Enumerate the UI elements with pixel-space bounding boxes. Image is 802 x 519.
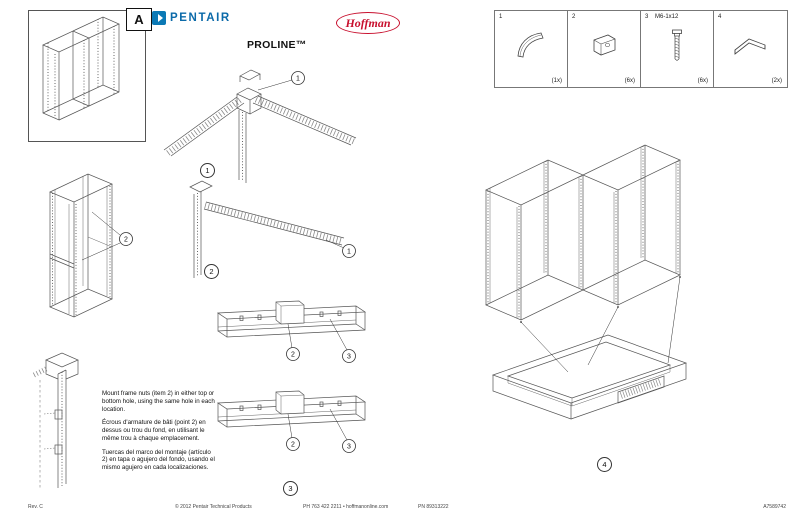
rail-drawing xyxy=(216,390,367,428)
callout-number: 2 xyxy=(291,352,295,359)
pentair-arrow-icon xyxy=(152,11,166,25)
callout-circle xyxy=(286,437,300,451)
hoffman-wordmark: Hoffman xyxy=(345,15,391,30)
rail-splice-figure-bottom: 2 3 xyxy=(216,390,367,453)
footer-copyright: © 2012 Pentair Technical Products xyxy=(175,504,252,510)
callout-number: 1 xyxy=(347,249,351,256)
step-2-badge: 2 xyxy=(204,264,219,279)
callout-item3-rail: 3 xyxy=(329,318,356,363)
callout-item2-rail: 2 xyxy=(286,323,300,361)
callout-number: 3 xyxy=(347,444,351,451)
base-tray-drawing xyxy=(491,334,688,420)
footer-part-number: PN 89313222 xyxy=(418,504,449,510)
step-number: 1 xyxy=(205,166,210,175)
step-4-badge: 4 xyxy=(597,457,612,472)
dual-frame-drawing xyxy=(42,16,120,121)
corner-post-detail-figure xyxy=(32,352,79,490)
callout-circle xyxy=(119,232,133,246)
step-number: 2 xyxy=(209,267,214,276)
pentair-logo: PENTAIR xyxy=(152,11,231,25)
instruction-spanish: Tuercas del marco del montaje (artículo … xyxy=(102,448,215,472)
detail-a-box xyxy=(28,10,146,142)
part-quantity: (6x) xyxy=(624,78,635,84)
part-number: 2 xyxy=(572,14,576,20)
footer-revision: Rev. C xyxy=(28,504,43,510)
screw-icon xyxy=(672,29,682,61)
callout-circle xyxy=(286,347,300,361)
frame-and-base-figure xyxy=(485,144,688,420)
rail-drawing xyxy=(216,300,367,338)
callout-circle xyxy=(342,349,356,363)
single-frame-drawing xyxy=(49,173,113,318)
corner-bracket-icon xyxy=(517,32,544,58)
part-quantity: (1x) xyxy=(551,78,562,84)
parts-table: 1 (1x) 2 (6x) 3 M6-1x12 (6x) xyxy=(494,10,788,88)
footer-document-number: A7589742 xyxy=(763,504,786,510)
assembly-leader-lines xyxy=(520,276,681,373)
callout-item1-upper: 1 xyxy=(257,71,305,91)
part-quantity: (6x) xyxy=(697,78,708,84)
callout-item2-rail: 2 xyxy=(286,413,300,451)
callout-item2-frame: 2 xyxy=(81,211,133,261)
part-cell-1: 1 (1x) xyxy=(495,11,568,87)
footer-contact: PH 763 422 2211 • hoffmanonline.com xyxy=(303,504,389,510)
callout-circle xyxy=(342,244,356,258)
part-quantity: (2x) xyxy=(771,78,782,84)
instruction-english: Mount frame nuts (item 2) in either top … xyxy=(102,390,215,413)
single-frame-figure: 2 xyxy=(49,173,133,318)
part-cell-3: 3 M6-1x12 (6x) xyxy=(641,11,714,87)
instruction-french: Écrous d'armature de bâti (point 2) en d… xyxy=(102,419,206,442)
callout-number: 2 xyxy=(124,237,128,244)
callout-number: 1 xyxy=(296,76,300,83)
detail-letter: A xyxy=(134,12,144,27)
callout-circle xyxy=(342,439,356,453)
corner-assembly-drawing xyxy=(163,69,357,278)
part-cell-2: 2 (6x) xyxy=(568,11,641,87)
step-number: 4 xyxy=(602,460,607,469)
detail-label: A xyxy=(126,8,152,31)
part-number: 4 xyxy=(718,14,722,20)
callout-item1-lower: 1 xyxy=(325,239,356,258)
hoffman-logo: Hoffman xyxy=(336,12,400,34)
part-number: 3 xyxy=(645,14,649,20)
step-1-badge: 1 xyxy=(200,163,215,178)
callout-number: 2 xyxy=(291,442,295,449)
product-title: PROLINE™ xyxy=(247,39,307,51)
part-spec-label: M6-1x12 xyxy=(655,14,679,20)
step-3-badge: 3 xyxy=(283,481,298,496)
joined-frames-drawing xyxy=(485,144,681,321)
corner-post-drawing xyxy=(32,352,79,490)
angle-bracket-icon xyxy=(734,38,766,55)
callout-item3-rail: 3 xyxy=(329,408,356,453)
instructions-block: Mount frame nuts (item 2) in either top … xyxy=(102,390,215,478)
pentair-wordmark: PENTAIR xyxy=(170,12,231,24)
part-cell-4: 4 (2x) xyxy=(714,11,787,87)
corner-assembly-figure: 1 1 xyxy=(163,69,357,278)
rail-splice-figure-top: 2 3 xyxy=(216,300,367,363)
part-number: 1 xyxy=(499,14,503,20)
frame-nut-icon xyxy=(593,34,616,56)
step-number: 3 xyxy=(288,484,293,493)
callout-circle xyxy=(291,71,305,85)
callout-number: 3 xyxy=(347,354,351,361)
